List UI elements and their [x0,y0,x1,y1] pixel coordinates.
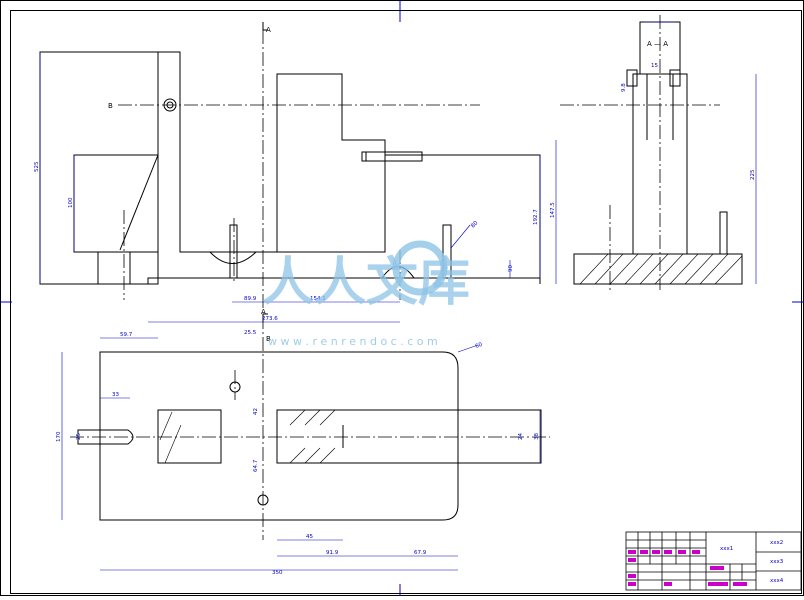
dim-100: 100 [68,197,74,208]
dim-42: 42 [253,408,259,415]
section-aa-label: A — A [647,40,668,48]
top-view [77,351,542,521]
dim-60: 60 [475,342,484,350]
dim-350: 350 [272,570,283,576]
dim-24: 24 [518,433,524,440]
dim-225: 225 [750,169,756,180]
dim-192-7: 192.7 [533,209,539,225]
title-cell-2: xxx2 [770,540,783,546]
title-cell-3: xxx3 [770,559,784,565]
top-centerlines [70,315,550,540]
title-block [625,531,802,591]
dim-80: 80 [470,220,480,230]
front-view [39,51,541,285]
top-hatch [159,409,336,464]
dim-91-9: 91.9 [326,550,339,556]
side-view [573,21,743,285]
watermark-url: w w w . r e n r e n d o c . c o m [268,335,438,348]
title-cell-4: xxx4 [770,578,784,584]
dim-59-7: 59.7 [120,332,133,338]
title-block-tags [628,550,747,586]
title-cell-1: xxx1 [720,546,733,552]
dim-525: 525 [34,161,40,172]
side-dimension-lines [555,21,757,284]
dim-170: 170 [56,431,62,442]
dim-154-1: 154.1 [310,296,326,302]
dim-89-9: 89.9 [244,296,257,302]
watermark: 人人文库 w w w . r e n r e n d o c . c o m [262,240,470,348]
dim-64-7: 64.7 [253,459,259,472]
dim-45: 45 [306,534,313,540]
dim-33: 33 [112,392,119,398]
section-a-mid-label: A [261,308,266,316]
dim-38: 38 [534,433,540,440]
dim-15: 15 [651,63,658,69]
watermark-text: 人人文库 [262,253,470,313]
dim-25: 25 [76,433,82,440]
section-b-mid-label: B [266,335,271,343]
side-centerlines [560,15,720,290]
dim-67-9: 67.9 [414,550,427,556]
dim-273-6: 273.6 [262,316,278,322]
front-dimension-lines [39,52,541,323]
section-b-left-label: B [108,102,113,110]
section-a-top-label: A [266,26,271,34]
top-dimension-lines [61,337,541,571]
dim-147-5: 147.5 [550,202,556,218]
dim-90: 90 [508,265,514,272]
dim-9-8: 9.8 [621,83,627,92]
dim-25-5: 25.5 [244,330,257,336]
side-hatch [579,253,743,285]
